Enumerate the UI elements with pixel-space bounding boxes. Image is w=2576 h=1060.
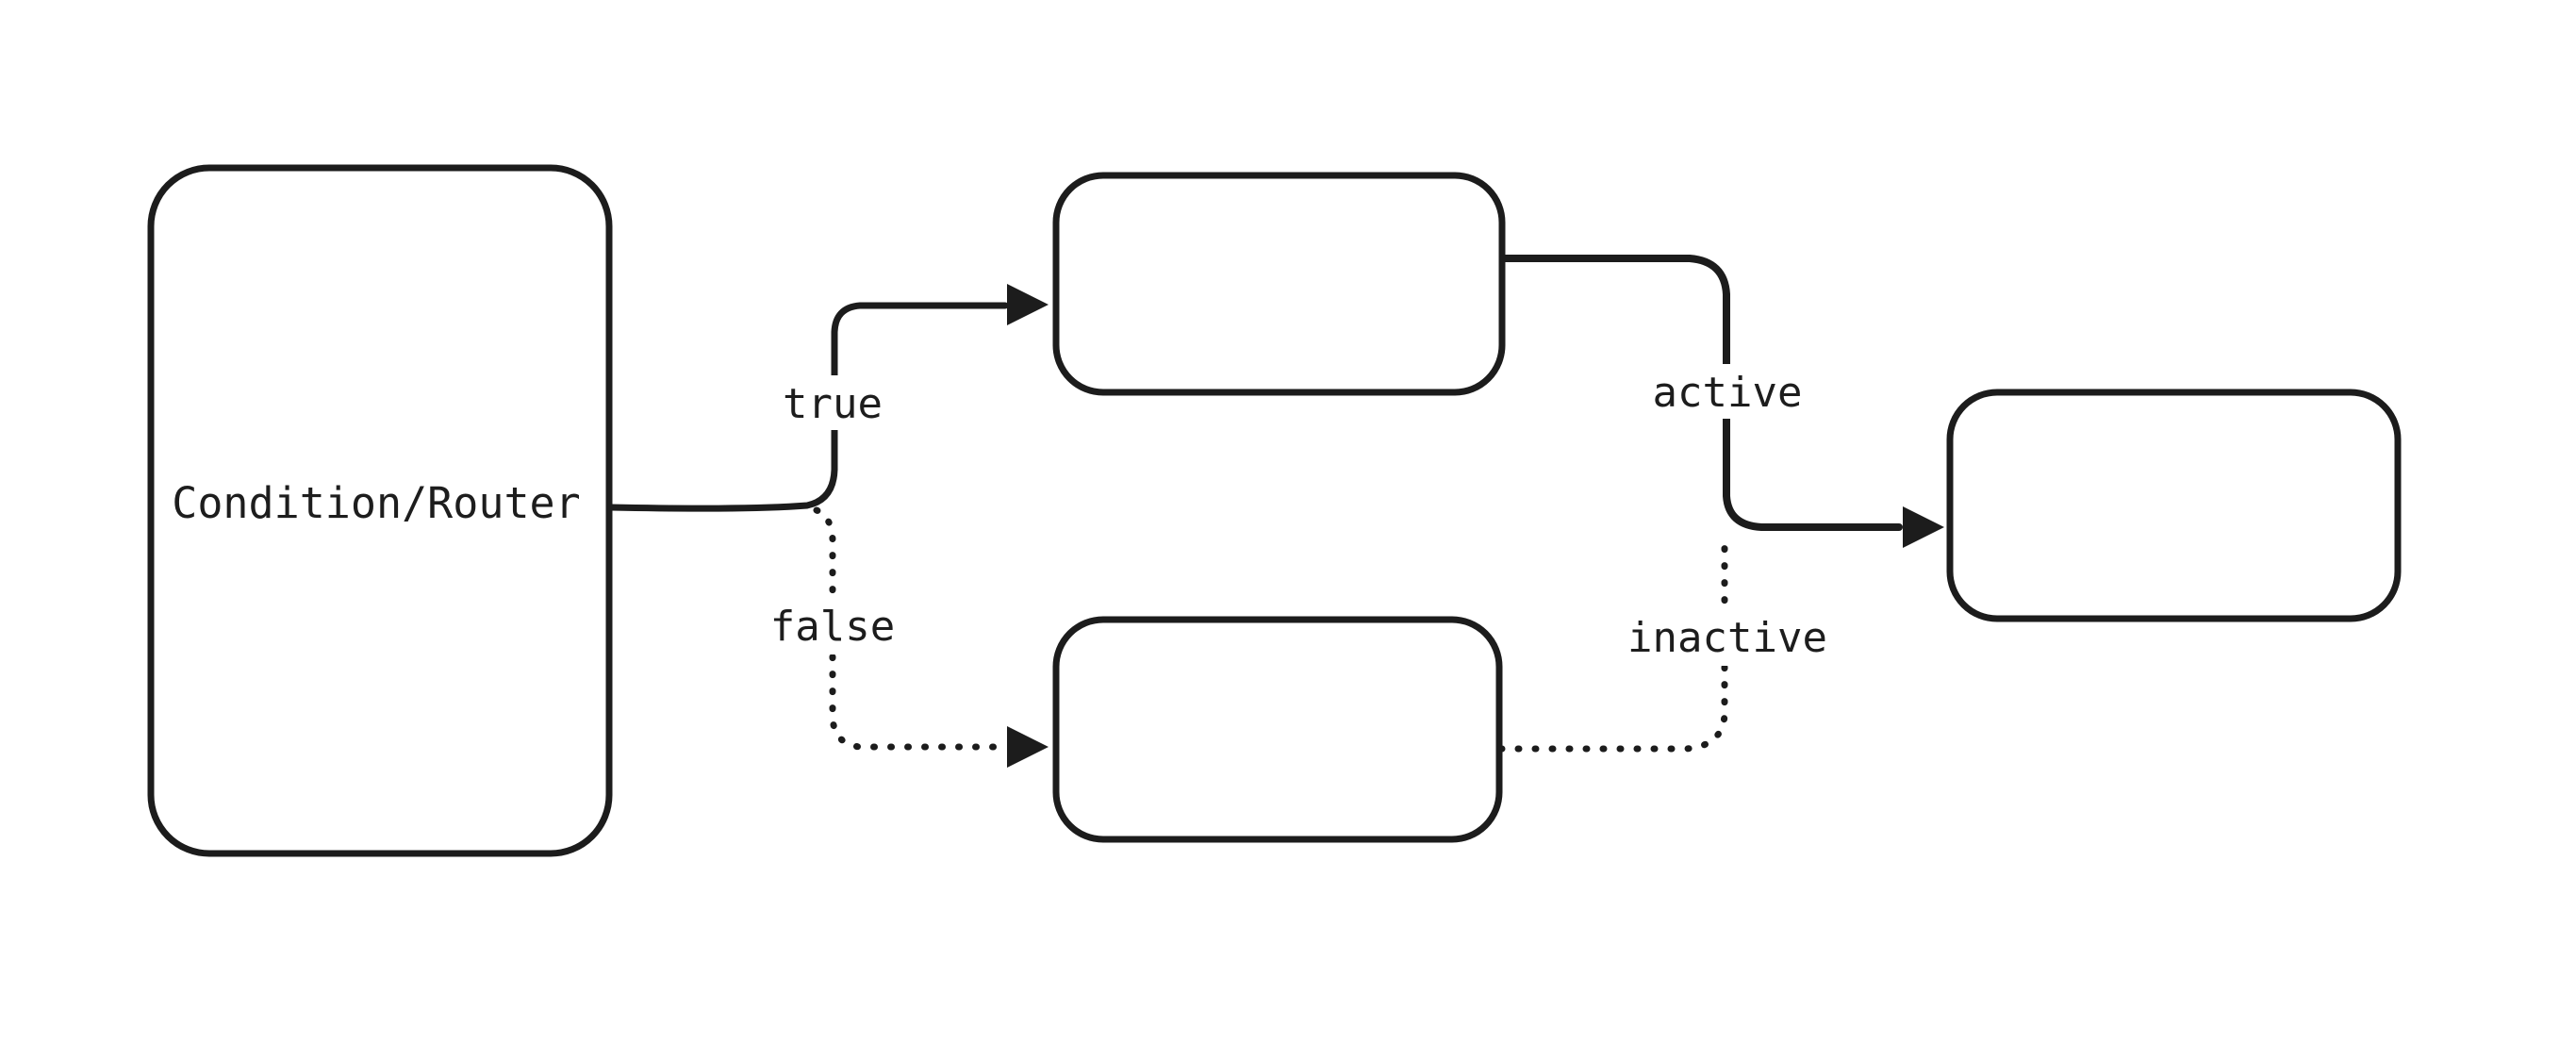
edge-label-active-bg xyxy=(1641,364,1814,419)
node-true-branch[interactable] xyxy=(1052,172,1506,396)
edge-label-true-text: true xyxy=(783,380,883,428)
edge-active[interactable] xyxy=(1499,255,1944,548)
arrowhead-true-icon xyxy=(1007,284,1049,325)
edge-active-path xyxy=(1499,255,1903,531)
arrowhead-active-icon xyxy=(1903,506,1944,548)
edge-label-active[interactable]: active xyxy=(1641,364,1814,419)
node-false-branch[interactable] xyxy=(1052,616,1503,843)
edge-label-true-bg xyxy=(775,375,892,430)
edge-label-false-text: false xyxy=(770,603,895,651)
arrowhead-false-icon xyxy=(1007,726,1049,768)
edge-inactive[interactable] xyxy=(1497,538,1728,753)
edge-label-true[interactable]: true xyxy=(775,375,892,430)
edge-label-false-bg xyxy=(762,598,903,654)
edge-label-false[interactable]: false xyxy=(762,598,903,654)
node-result[interactable] xyxy=(1946,389,2402,622)
edge-true-path xyxy=(607,302,1009,512)
edge-false[interactable] xyxy=(813,506,1049,768)
edge-true[interactable] xyxy=(607,284,1049,512)
edge-label-inactive-text: inactive xyxy=(1627,614,1827,662)
node-condition-router[interactable] xyxy=(147,164,613,857)
edge-label-inactive-bg xyxy=(1616,609,1839,666)
node-condition-router-label: Condition/Router xyxy=(172,478,580,528)
edge-inactive-path xyxy=(1497,538,1728,753)
edge-label-active-text: active xyxy=(1653,369,1803,417)
edge-label-inactive[interactable]: inactive xyxy=(1616,609,1839,666)
